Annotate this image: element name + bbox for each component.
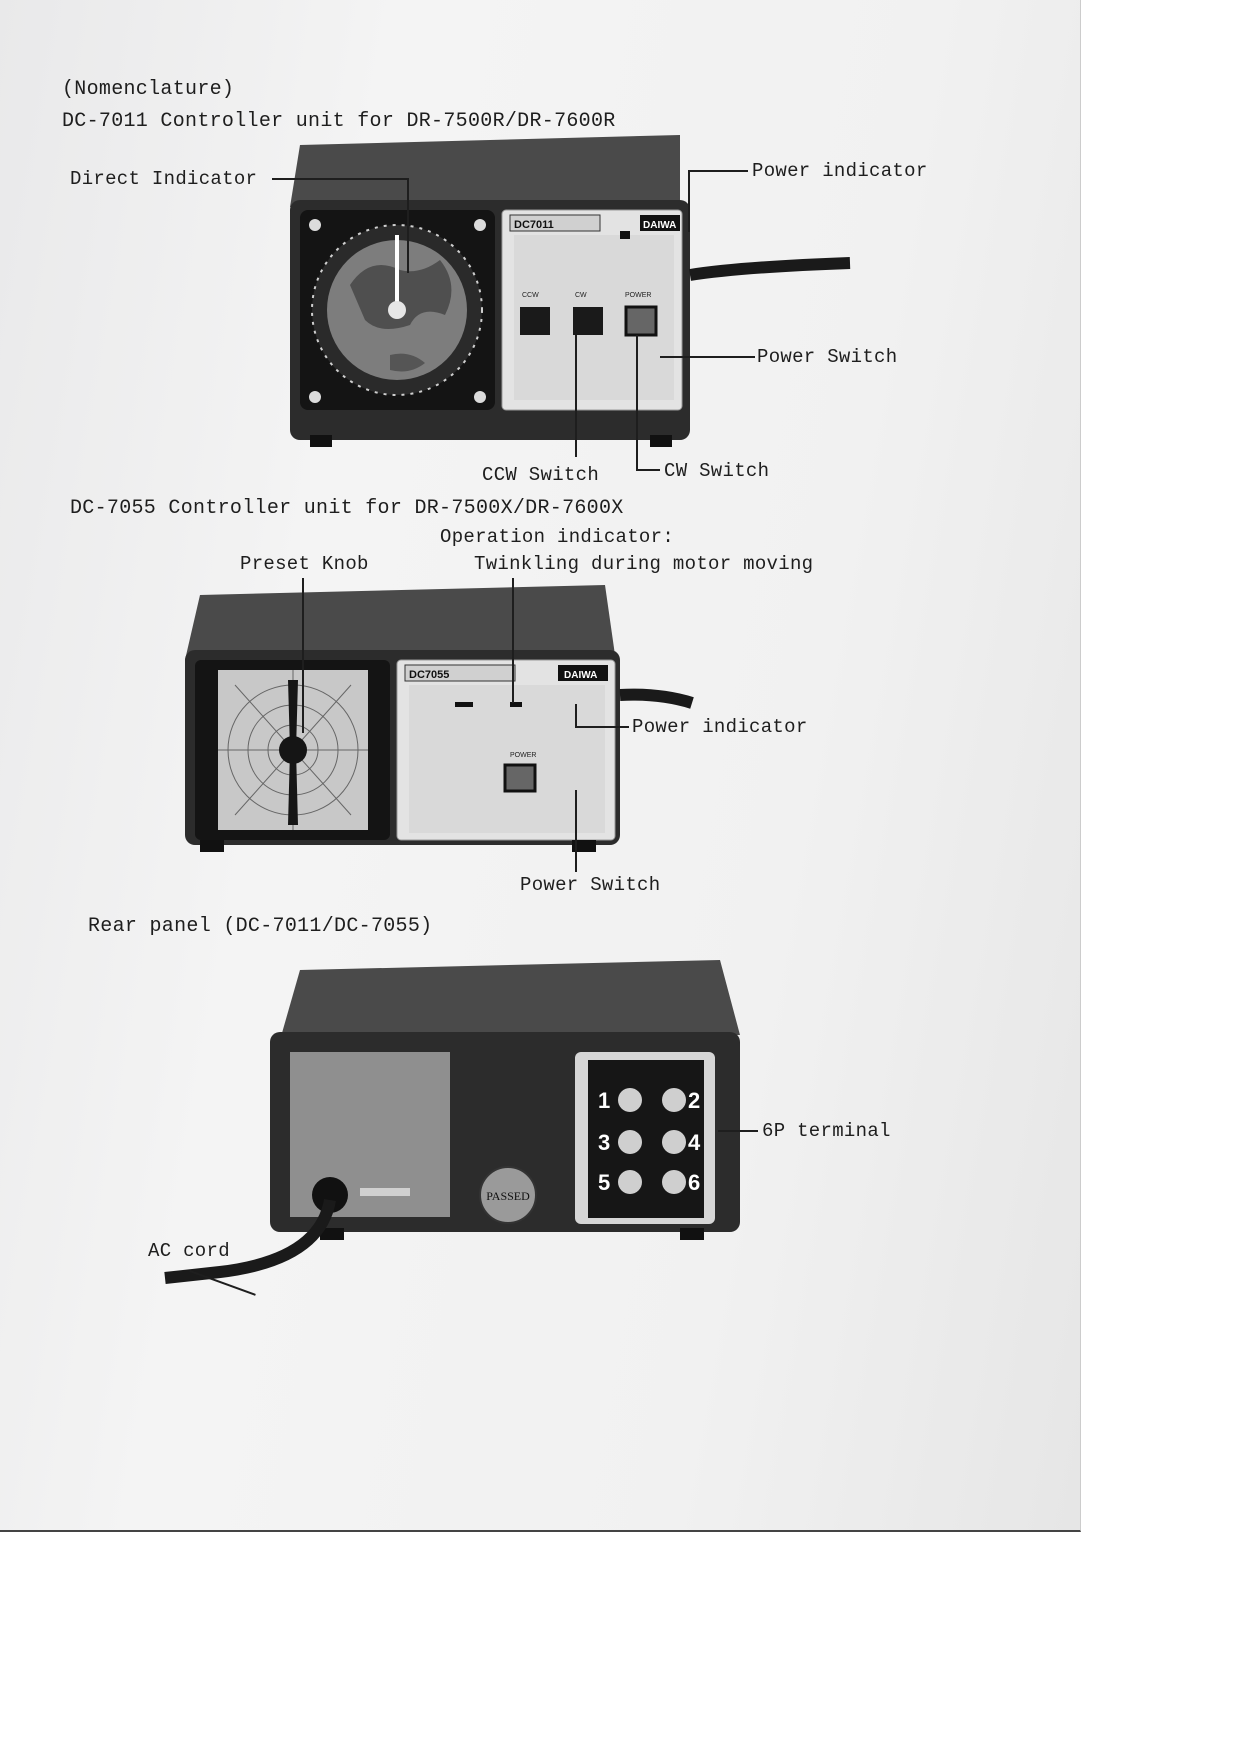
unit1-title: DC-7011 Controller unit for DR-7500R/DR-… bbox=[62, 110, 616, 133]
dc7011-cw-switch bbox=[573, 307, 603, 335]
terminal-2: 2 bbox=[688, 1088, 700, 1113]
unit2-title: DC-7055 Controller unit for DR-7500X/DR-… bbox=[70, 497, 624, 520]
dc7011-cw-text: CW bbox=[575, 292, 587, 299]
leader-direct-indicator bbox=[272, 178, 408, 180]
label-6p-terminal: 6P terminal bbox=[762, 1120, 891, 1142]
leader-direct-indicator-drop bbox=[407, 178, 409, 273]
nomenclature-heading: (Nomenclature) bbox=[62, 78, 235, 101]
label-power-indicator-1: Power indicator bbox=[752, 160, 928, 182]
dc7055-preset-knob bbox=[279, 736, 307, 764]
dc7055-power-switch bbox=[503, 763, 537, 793]
leader-power-indicator-1-drop bbox=[688, 170, 690, 232]
dc7011-power-switch bbox=[624, 305, 658, 337]
terminal-6: 6 bbox=[688, 1170, 700, 1195]
leader-cw-switch-h bbox=[636, 469, 660, 471]
dc7011-ccw-switch bbox=[520, 307, 550, 335]
terminal-4: 4 bbox=[688, 1130, 701, 1155]
label-power-switch-2: Power Switch bbox=[520, 874, 661, 896]
leader-6p-terminal bbox=[718, 1130, 758, 1132]
label-ac-cord: AC cord bbox=[148, 1240, 230, 1262]
rear-title: Rear panel (DC-7011/DC-7055) bbox=[88, 915, 433, 938]
dc7055-operation-indicator bbox=[455, 702, 473, 707]
label-preset-knob: Preset Knob bbox=[240, 553, 369, 575]
dc7055-photo: DC7055 DAIWA POWER bbox=[185, 585, 694, 852]
leader-cw-switch bbox=[636, 335, 638, 470]
label-power-switch-1: Power Switch bbox=[757, 346, 898, 368]
dc7055-power-indicator bbox=[510, 702, 522, 707]
label-operation-indicator-1: Operation indicator: bbox=[440, 526, 675, 548]
terminal-5: 5 bbox=[598, 1170, 610, 1195]
dc7055-model-label: DC7055 bbox=[409, 669, 449, 681]
leader-power-switch-1 bbox=[660, 356, 755, 358]
dc7011-photo: DC7011 DAIWA CCW CW POWER bbox=[290, 135, 851, 447]
leader-power-indicator-2 bbox=[575, 726, 629, 728]
label-direct-indicator: Direct Indicator bbox=[70, 168, 258, 190]
leader-power-switch-2 bbox=[575, 790, 577, 872]
leader-operation-indicator bbox=[512, 578, 514, 703]
rear-panel-photo: PASSED 1 2 3 4 5 6 bbox=[164, 960, 740, 1284]
leader-ccw-switch bbox=[575, 335, 577, 457]
label-ccw-switch: CCW Switch bbox=[482, 464, 600, 486]
manual-page: (Nomenclature) DC-7011 Controller unit f… bbox=[0, 0, 1081, 1532]
terminal-1: 1 bbox=[598, 1088, 610, 1113]
dc7011-brand-label: DAIWA bbox=[643, 220, 676, 231]
dc7055-power-text: POWER bbox=[510, 752, 536, 759]
label-operation-indicator-2: Twinkling during motor moving bbox=[474, 553, 814, 575]
label-power-indicator-2: Power indicator bbox=[632, 716, 808, 738]
ac-cord bbox=[164, 1198, 336, 1284]
leader-preset-knob bbox=[302, 578, 304, 733]
dc7011-model-label: DC7011 bbox=[514, 219, 554, 231]
passed-seal bbox=[479, 1166, 537, 1224]
label-cw-switch: CW Switch bbox=[664, 460, 770, 482]
leader-power-indicator-1 bbox=[688, 170, 748, 172]
passed-seal-text: PASSED bbox=[486, 1189, 530, 1203]
leader-power-indicator-2-drop bbox=[575, 704, 577, 728]
terminal-3: 3 bbox=[598, 1130, 610, 1155]
dc7011-power-indicator bbox=[620, 231, 630, 239]
dc7011-ccw-text: CCW bbox=[522, 292, 539, 299]
dc7011-power-text: POWER bbox=[625, 292, 651, 299]
dc7055-brand-label: DAIWA bbox=[564, 670, 597, 681]
